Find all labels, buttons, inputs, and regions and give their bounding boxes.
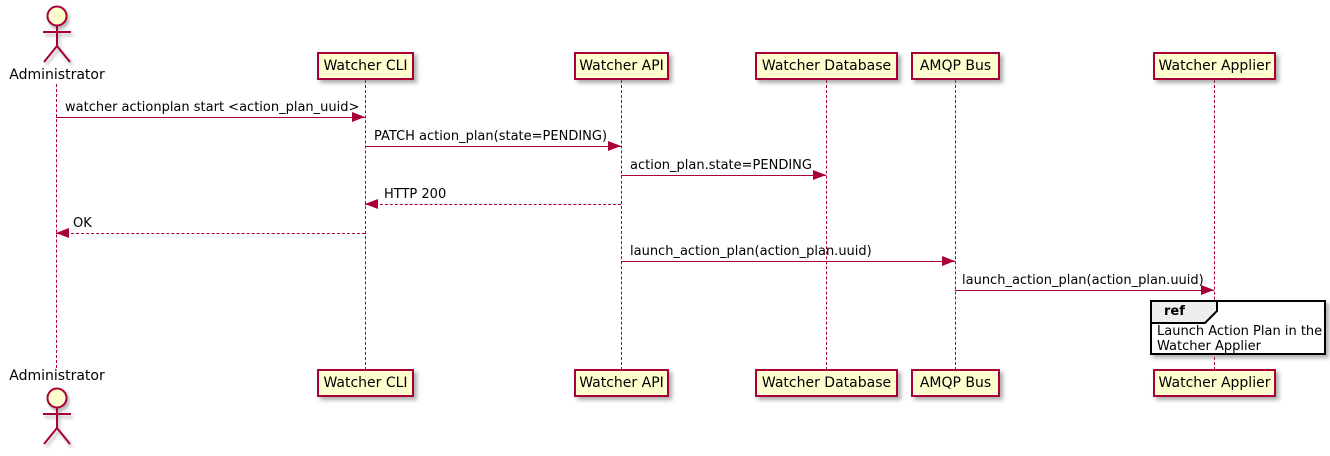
participant-label: Watcher CLI (323, 375, 408, 391)
participant-watcher-api-top: Watcher API (574, 52, 669, 80)
participant-label: AMQP Bus (919, 375, 992, 391)
message-label-7: launch_action_plan(action_plan.uuid) (962, 273, 1204, 288)
message-label-6: launch_action_plan(action_plan.uuid) (630, 244, 872, 259)
actor-figure-icon (43, 5, 71, 63)
participant-label: Watcher API (579, 375, 664, 391)
participant-amqp-bus-bottom: AMQP Bus (911, 369, 1000, 397)
message-line-4 (365, 204, 621, 205)
ref-text-line-2: Watcher Applier (1157, 339, 1261, 354)
actor-label-bottom: Administrator (9, 368, 105, 384)
lifeline-watcher-database (826, 80, 827, 370)
actor-label-top: Administrator (9, 67, 105, 83)
message-line-5 (56, 233, 365, 234)
participant-watcher-api-bottom: Watcher API (574, 369, 669, 397)
ref-text-line-1: Launch Action Plan in the (1157, 324, 1323, 339)
ref-fragment: ref Launch Action Plan in the Watcher Ap… (1150, 300, 1326, 355)
participant-watcher-cli-top: Watcher CLI (317, 52, 414, 80)
arrowhead-right-icon (608, 141, 621, 151)
message-label-4: HTTP 200 (384, 187, 447, 202)
lifeline-watcher-api (621, 80, 622, 370)
message-line-7 (955, 290, 1214, 291)
participant-label: Watcher Applier (1158, 375, 1271, 391)
lifeline-administrator (56, 84, 57, 368)
ref-keyword: ref (1164, 304, 1185, 319)
participant-watcher-applier-top: Watcher Applier (1153, 52, 1276, 80)
participant-watcher-database-bottom: Watcher Database (755, 369, 898, 397)
participant-watcher-database-top: Watcher Database (755, 52, 898, 80)
message-line-3 (621, 175, 826, 176)
lifeline-watcher-cli (365, 80, 366, 370)
message-line-6 (621, 261, 955, 262)
arrowhead-left-icon (56, 228, 69, 238)
message-label-1: watcher actionplan start <action_plan_uu… (65, 100, 360, 115)
lifeline-amqp-bus (955, 80, 956, 370)
participant-amqp-bus-top: AMQP Bus (911, 52, 1000, 80)
message-label-5: OK (73, 216, 92, 231)
actor-figure-icon (43, 387, 71, 445)
arrowhead-right-icon (352, 112, 365, 122)
message-line-1 (56, 117, 365, 118)
participant-label: Watcher Database (761, 375, 892, 391)
lifeline-watcher-applier (1214, 80, 1215, 370)
participant-watcher-cli-bottom: Watcher CLI (317, 369, 414, 397)
message-line-2 (365, 146, 621, 147)
participant-watcher-applier-bottom: Watcher Applier (1153, 369, 1276, 397)
participant-label: Watcher Database (761, 58, 892, 74)
arrowhead-right-icon (1201, 285, 1214, 295)
message-label-3: action_plan.state=PENDING (630, 158, 812, 173)
arrowhead-left-icon (365, 199, 378, 209)
message-label-2: PATCH action_plan(state=PENDING) (374, 129, 608, 144)
participant-label: Watcher Applier (1158, 58, 1271, 74)
ref-tab-icon (1150, 300, 1218, 324)
arrowhead-right-icon (813, 170, 826, 180)
participant-label: Watcher CLI (323, 58, 408, 74)
participant-label: AMQP Bus (919, 58, 992, 74)
arrowhead-right-icon (942, 256, 955, 266)
participant-label: Watcher API (579, 58, 664, 74)
